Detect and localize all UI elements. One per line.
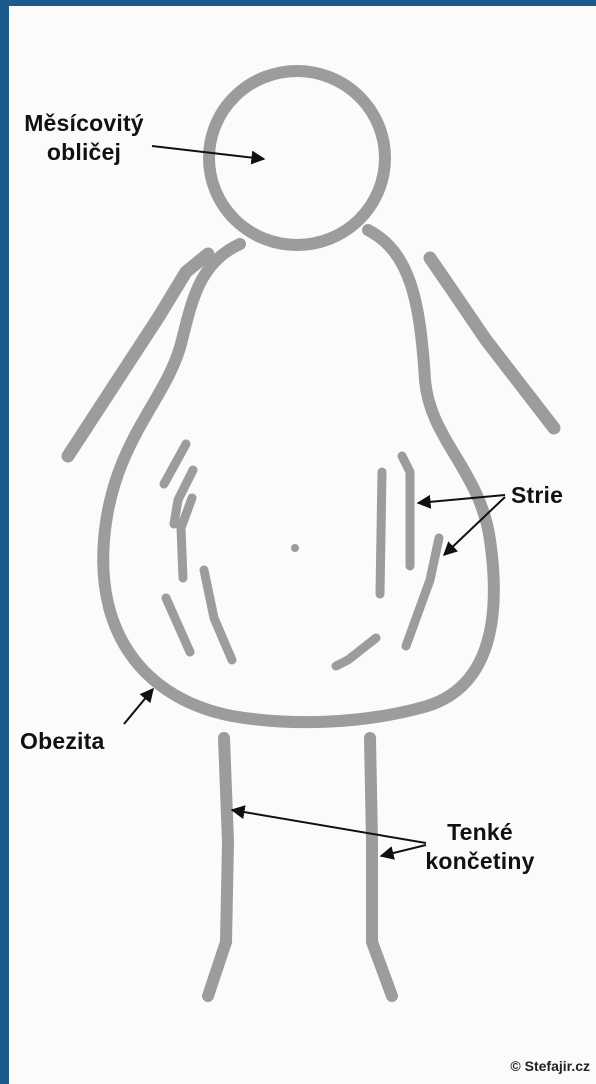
right-leg [370, 738, 392, 996]
stretch-mark [336, 638, 376, 666]
limbs-arrow-1 [232, 810, 426, 843]
thin-limbs-label-line1: Tenké [405, 818, 555, 847]
stretch-mark [166, 598, 190, 652]
head [209, 71, 385, 245]
obesity-label: Obezita [20, 727, 104, 756]
stretch-mark [402, 456, 410, 566]
thin-limbs-label: Tenké končetiny [405, 818, 555, 876]
stretch-mark [380, 472, 382, 594]
stretch-mark [181, 498, 192, 578]
face-label-line2: obličej [16, 138, 152, 167]
right-arm [430, 258, 554, 428]
thin-limbs-label-line2: končetiny [405, 847, 555, 876]
navel [291, 544, 299, 552]
obesity-arrow [124, 689, 153, 724]
stretch-mark [204, 570, 232, 660]
strie-arrow-1 [418, 495, 505, 503]
stretch-marks-label: Strie [511, 481, 563, 510]
copyright-text: © Stefajir.cz [510, 1058, 590, 1074]
face-label: Měsícovitý obličej [16, 109, 152, 167]
stretch-mark [164, 444, 186, 484]
face-label-line1: Měsícovitý [16, 109, 152, 138]
left-leg [208, 738, 228, 996]
